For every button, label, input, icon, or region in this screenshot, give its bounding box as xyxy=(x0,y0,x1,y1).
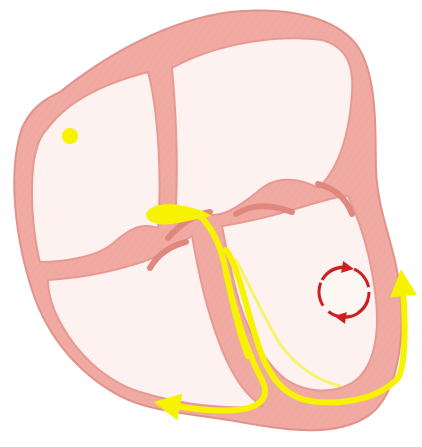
reentry-circuit-icon xyxy=(319,267,369,317)
sa-node-icon xyxy=(62,128,78,144)
